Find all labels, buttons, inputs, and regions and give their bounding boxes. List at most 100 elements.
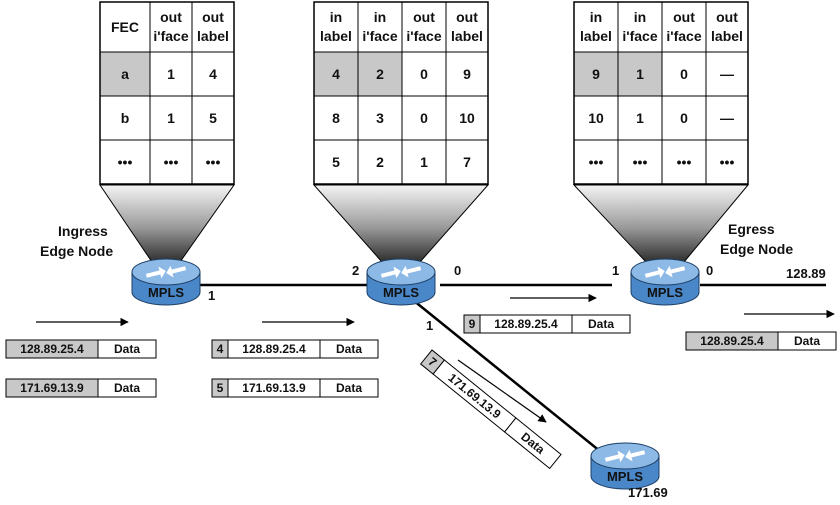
packet-data-cell [571, 314, 631, 334]
packet-address: 171.69.13.9 [242, 381, 306, 395]
table-cell-ingress: 1 [167, 110, 175, 126]
table-cell-egress: 0 [680, 110, 688, 126]
packet-ingress-a: 128.89.25.4 Data [5, 339, 157, 359]
table-cell-core: 7 [463, 154, 471, 170]
port-egress-out: 0 [706, 263, 713, 278]
table-header-core-0: in [330, 9, 342, 25]
packet-address: 128.89.25.4 [494, 317, 558, 331]
table-header-egress-0: in [590, 9, 602, 25]
table-header-egress-2: out [673, 9, 695, 25]
table-cell-core: 0 [420, 110, 428, 126]
table-header-core-2: i'face [406, 28, 441, 44]
table-header-ingress-1: i'face [153, 28, 188, 44]
table-cell-core: 2 [376, 66, 384, 82]
packet-label: 9 [469, 317, 476, 331]
table-cell-ingress: b [121, 110, 130, 126]
router-arrows-icon [380, 265, 422, 279]
core-router: MPLS [366, 258, 436, 306]
port-core-out-1: 1 [426, 318, 433, 333]
table-header-ingress-1: out [160, 9, 182, 25]
table-header-ingress-0: FEC [111, 19, 139, 35]
ingress-router: MPLS [131, 258, 201, 306]
packet-address: 128.89.25.4 [20, 342, 84, 356]
table-cell-core: 9 [463, 66, 471, 82]
table-cell-egress: — [720, 66, 734, 82]
table-cell-ingress: ••• [206, 154, 221, 170]
table-header-core-1: i'face [362, 28, 397, 44]
packet-data-cell [319, 378, 379, 398]
packet-label: 4 [217, 342, 224, 356]
table-header-egress-1: i'face [622, 28, 657, 44]
table-cell-egress: 1 [636, 110, 644, 126]
lower-router: MPLS [590, 442, 660, 490]
table-cell-ingress: ••• [118, 154, 133, 170]
port-ingress-out: 1 [208, 288, 215, 303]
table-cell-core: 1 [420, 154, 428, 170]
ingress-label-line2: Edge Node [40, 243, 113, 259]
table-cell-egress: ••• [720, 154, 735, 170]
table-cell-egress: — [720, 110, 734, 126]
packet-ingress-b: 171.69.13.9 Data [5, 378, 157, 398]
arrow-lower [457, 359, 547, 423]
packet-label: 5 [217, 381, 224, 395]
table-cell-egress: 9 [592, 66, 600, 82]
packet-data: Data [336, 342, 362, 356]
packet-data-cell [503, 417, 562, 470]
packet-data-cell [777, 331, 837, 351]
table-header-core-3: label [451, 28, 483, 44]
table-cell-egress: 0 [680, 66, 688, 82]
packet-data: Data [114, 381, 140, 395]
router-arrows-icon [604, 449, 646, 463]
packet-data-cell [97, 339, 157, 359]
table-header-egress-3: label [711, 28, 743, 44]
core-funnel [312, 184, 490, 263]
table-header-egress-3: out [716, 9, 738, 25]
table-header-core-1: in [374, 9, 386, 25]
router-arrows-icon [145, 265, 187, 279]
packet-data: Data [588, 317, 614, 331]
table-header-egress-1: in [634, 9, 646, 25]
destination-top-label: 128.89 [786, 266, 826, 281]
table-header-ingress-2: label [197, 28, 229, 44]
packet-data-cell [97, 378, 157, 398]
table-header-egress-2: i'face [666, 28, 701, 44]
table-cell-egress: 10 [588, 110, 604, 126]
table-cell-core: 4 [332, 66, 340, 82]
packet-data: Data [114, 342, 140, 356]
table-cell-egress: ••• [589, 154, 604, 170]
egress-label-line2: Edge Node [720, 241, 793, 257]
packet-address: 128.89.25.4 [242, 342, 306, 356]
port-core-in: 2 [352, 263, 359, 278]
table-header-ingress-2: out [202, 9, 224, 25]
table-cell-core: 2 [376, 154, 384, 170]
table-cell-egress: 1 [636, 66, 644, 82]
packet-data: Data [794, 334, 820, 348]
egress-router: MPLS [630, 258, 700, 306]
table-cell-egress: ••• [677, 154, 692, 170]
router-label: MPLS [647, 285, 683, 300]
table-cell-core: 10 [459, 110, 475, 126]
table-header-core-3: out [456, 9, 478, 25]
router-label: MPLS [148, 285, 184, 300]
packet-address: 171.69.13.9 [445, 371, 503, 422]
table-cell-ingress: 5 [209, 110, 217, 126]
destination-bottom-label: 171.69 [628, 485, 668, 500]
router-label: MPLS [607, 469, 643, 484]
packet-address: 171.69.13.9 [20, 381, 84, 395]
egress-label-line1: Egress [728, 221, 775, 237]
table-header-egress-0: label [580, 28, 612, 44]
table-cell-core: 3 [376, 110, 384, 126]
ingress-funnel [99, 184, 235, 263]
table-cell-ingress: a [121, 66, 129, 82]
link-core-lower [407, 295, 607, 457]
port-egress-in: 1 [612, 263, 619, 278]
table-header-core-0: label [320, 28, 352, 44]
